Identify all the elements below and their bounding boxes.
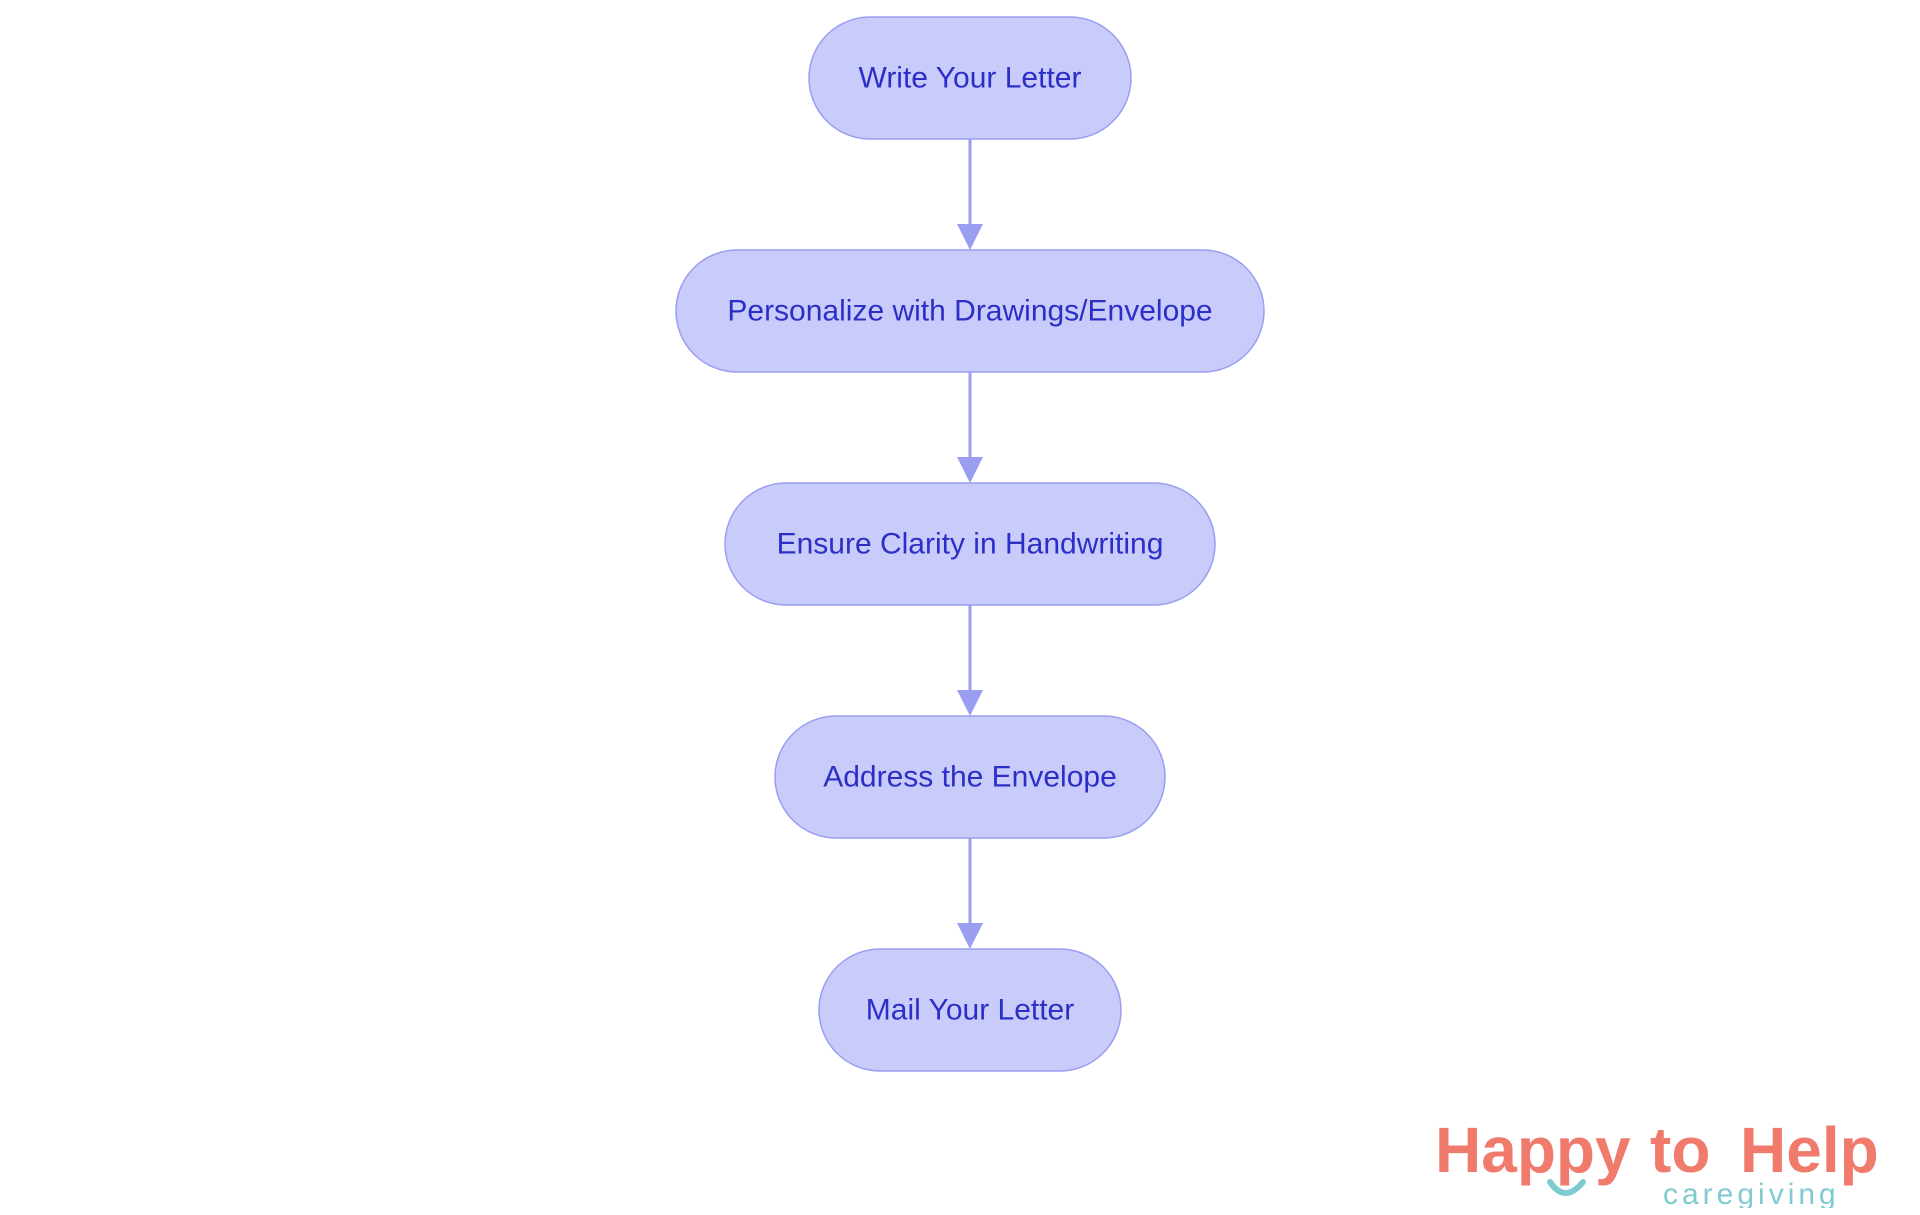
flow-node-shape — [675, 249, 1265, 373]
flow-node-label: Ensure Clarity in Handwriting — [777, 528, 1164, 561]
arrowhead-icon — [957, 457, 983, 483]
logo-word-to: to — [1650, 1114, 1710, 1186]
logo-tagline: caregiving — [1663, 1178, 1840, 1208]
company-logo: Happy to Help caregiving — [1435, 1114, 1879, 1208]
flow-node-shape — [818, 948, 1122, 1072]
flow-step-3: Ensure Clarity in Handwriting — [724, 482, 1216, 606]
flow-step-5: Mail Your Letter — [818, 948, 1122, 1072]
arrowhead-icon — [957, 923, 983, 949]
logo-word-help: Help — [1740, 1114, 1879, 1186]
flow-step-2: Personalize with Drawings/Envelope — [675, 249, 1265, 373]
flow-node-shape — [724, 482, 1216, 606]
logo-word-happy: Happy — [1435, 1114, 1631, 1186]
edges — [957, 139, 983, 949]
flow-node-shape — [774, 715, 1166, 839]
flow-step-4: Address the Envelope — [774, 715, 1166, 839]
arrowhead-icon — [957, 690, 983, 716]
smile-icon — [1547, 1179, 1586, 1196]
flow-step-1: Write Your Letter — [808, 16, 1132, 140]
arrowhead-icon — [957, 224, 983, 250]
flow-node-label: Mail Your Letter — [866, 994, 1074, 1027]
flow-node-label: Personalize with Drawings/Envelope — [727, 295, 1212, 328]
flow-node-shape — [808, 16, 1132, 140]
flow-node-label: Write Your Letter — [859, 62, 1082, 95]
flow-node-label: Address the Envelope — [823, 761, 1117, 794]
